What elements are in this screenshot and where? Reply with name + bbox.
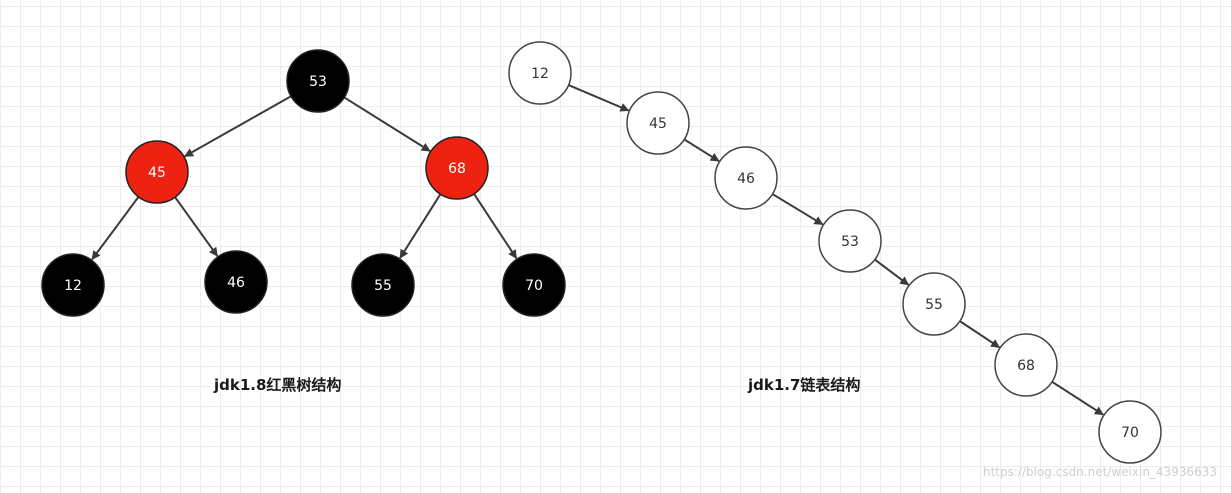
list-edge-46-53 [771, 193, 824, 226]
list-node-55: 55 [902, 272, 966, 336]
list-node-53: 53 [818, 209, 882, 273]
tree-node-12: 12 [41, 253, 105, 317]
tree-node-53: 53 [286, 49, 350, 113]
tree-edge-n68-n55 [399, 193, 442, 259]
tree-edges [91, 95, 518, 261]
list-node-label: 12 [531, 66, 549, 82]
tree-edge-n68-n70 [473, 193, 518, 260]
tree-node-label: 46 [227, 275, 245, 291]
tree-node-label: 45 [148, 165, 166, 181]
tree-node-55: 55 [351, 253, 415, 317]
list-node-46: 46 [714, 146, 778, 210]
tree-node-45: 45 [125, 140, 189, 204]
list-node-12: 12 [508, 41, 572, 105]
tree-node-circle [351, 253, 415, 317]
list-caption: jdk1.7链表结构 [748, 376, 861, 394]
list-node-45: 45 [626, 91, 690, 155]
tree-node-circle [41, 253, 105, 317]
tree-node-label: 70 [525, 278, 543, 294]
list-node-circle [818, 209, 882, 273]
tree-edge-n45-n46 [174, 196, 219, 257]
tree-node-label: 53 [309, 74, 327, 90]
list-edge-12-45 [568, 84, 630, 112]
list-edge-55-68 [959, 320, 1001, 349]
list-node-label: 55 [925, 297, 943, 313]
list-node-label: 53 [841, 234, 859, 250]
tree-node-label: 12 [64, 278, 82, 294]
list-node-label: 46 [737, 171, 755, 187]
tree-edge-n45-n12 [91, 196, 140, 261]
list-node-circle [1098, 400, 1162, 464]
tree-node-label: 68 [448, 161, 466, 177]
tree-node-70: 70 [502, 253, 566, 317]
list-nodes: 12 45 46 53 55 68 70 [508, 41, 1162, 464]
tree-node-label: 55 [374, 278, 392, 294]
list-node-circle [902, 272, 966, 336]
list-node-label: 68 [1017, 358, 1035, 374]
list-node-68: 68 [994, 333, 1058, 397]
tree-node-circle [502, 253, 566, 317]
list-node-label: 70 [1121, 425, 1139, 441]
tree-node-46: 46 [204, 250, 268, 314]
tree-edge-n53-n45 [184, 95, 292, 158]
list-edge-68-70 [1051, 380, 1104, 416]
list-node-circle [626, 91, 690, 155]
list-node-circle [508, 41, 572, 105]
list-node-70: 70 [1098, 400, 1162, 464]
tree-nodes: 53 45 68 12 46 55 70 [41, 49, 566, 317]
tree-edge-n53-n68 [343, 96, 431, 152]
tree-caption: jdk1.8红黑树结构 [214, 376, 342, 394]
list-node-circle [994, 333, 1058, 397]
watermark-text: https://blog.csdn.net/weixin_43936633 [982, 465, 1217, 479]
tree-node-68: 68 [425, 136, 489, 200]
tree-node-circle [204, 250, 268, 314]
list-node-label: 45 [649, 116, 667, 132]
list-edge-45-46 [683, 138, 720, 162]
tree-node-circle [286, 49, 350, 113]
list-node-circle [714, 146, 778, 210]
tree-node-circle [425, 136, 489, 200]
tree-node-circle [125, 140, 189, 204]
list-edges [568, 84, 1104, 416]
list-edge-53-55 [874, 258, 910, 286]
